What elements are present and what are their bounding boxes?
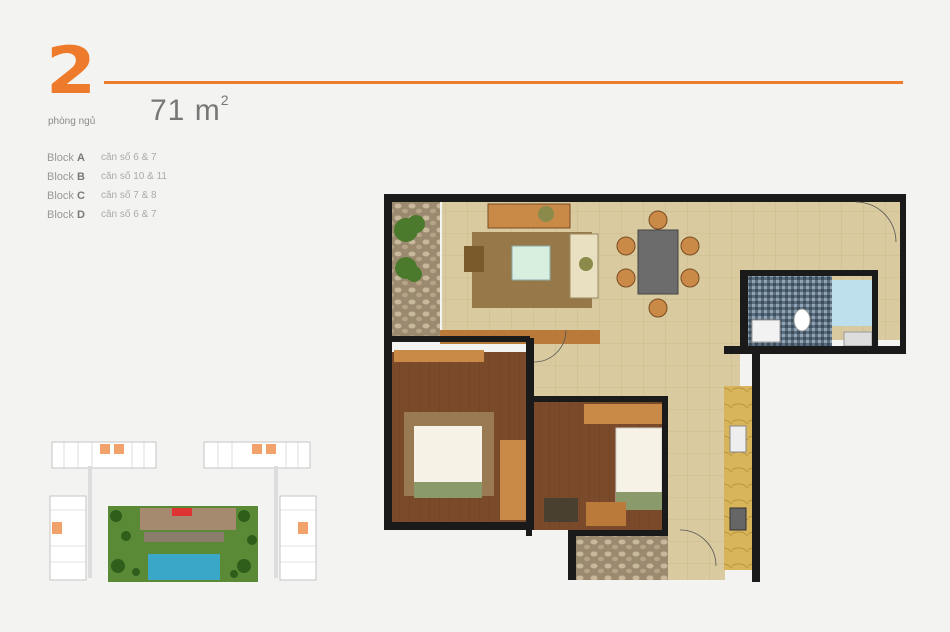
orange-divider — [104, 81, 903, 84]
area-label: 71 m2 — [150, 92, 230, 128]
bedroom-count: 2 — [46, 32, 97, 109]
block-name: Block C — [47, 190, 85, 202]
block-row: Block D căn số 6 & 7 — [47, 209, 167, 228]
block-name: Block A — [47, 152, 85, 164]
block-name: Block B — [47, 171, 85, 183]
block-units: căn số 6 & 7 — [101, 152, 157, 163]
block-row: Block C căn số 7 & 8 — [47, 190, 167, 209]
block-units: căn số 7 & 8 — [101, 190, 157, 201]
block-units: căn số 10 & 11 — [101, 171, 167, 182]
block-units: căn số 6 & 7 — [101, 209, 157, 220]
block-list: Block A căn số 6 & 7 Block B căn số 10 &… — [47, 152, 167, 228]
block-row: Block A căn số 6 & 7 — [47, 152, 167, 171]
site-plan-thumbnail — [49, 441, 317, 582]
area-unit-superscript: 2 — [220, 92, 230, 108]
apartment-floor-plan — [384, 194, 906, 582]
area-value: 71 m — [150, 94, 221, 127]
bedroom-label: phòng ngủ — [48, 116, 96, 127]
block-name: Block D — [47, 209, 85, 221]
block-row: Block B căn số 10 & 11 — [47, 171, 167, 190]
